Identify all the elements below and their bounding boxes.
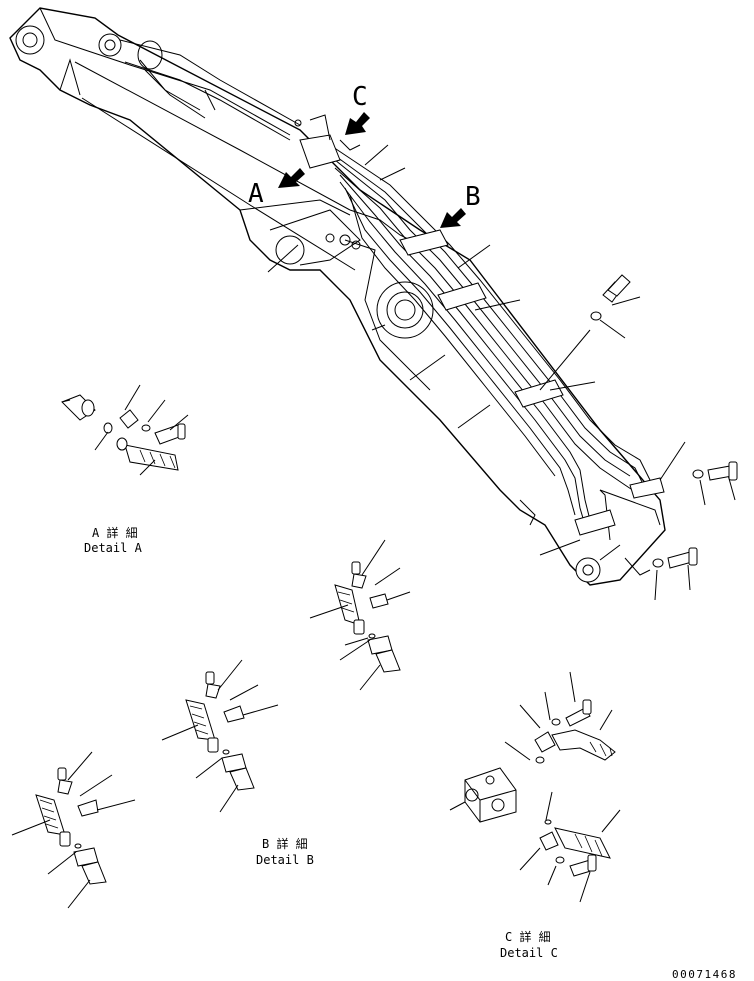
detail-b-jp: B 詳 細: [262, 836, 308, 851]
detail-c-drawing: [449, 671, 621, 903]
detail-a-jp: A 詳 細: [92, 525, 138, 540]
leader-lines: [267, 144, 736, 601]
arrow-c-icon: [345, 112, 370, 135]
detail-b-set-2: [161, 659, 279, 813]
detail-c-jp: C 詳 細: [505, 929, 551, 944]
detail-a-drawing: [61, 384, 189, 476]
callout-a: A: [248, 179, 264, 209]
callout-b: B: [465, 182, 481, 212]
drawing-number: 00071468: [672, 968, 737, 981]
arrow-a-icon: [278, 168, 305, 188]
detail-c-en: Detail C: [500, 946, 558, 960]
callout-c: C: [352, 82, 368, 112]
detail-b-set-3: [11, 751, 136, 909]
detail-b-set-1: [309, 539, 411, 691]
hose-bundle: [294, 114, 665, 536]
right-side-bolts: [590, 274, 738, 569]
arm-assembly: [9, 7, 666, 586]
detail-b-en: Detail B: [256, 853, 314, 867]
detail-a-en: Detail A: [84, 541, 143, 555]
arrow-b-icon: [440, 208, 466, 228]
